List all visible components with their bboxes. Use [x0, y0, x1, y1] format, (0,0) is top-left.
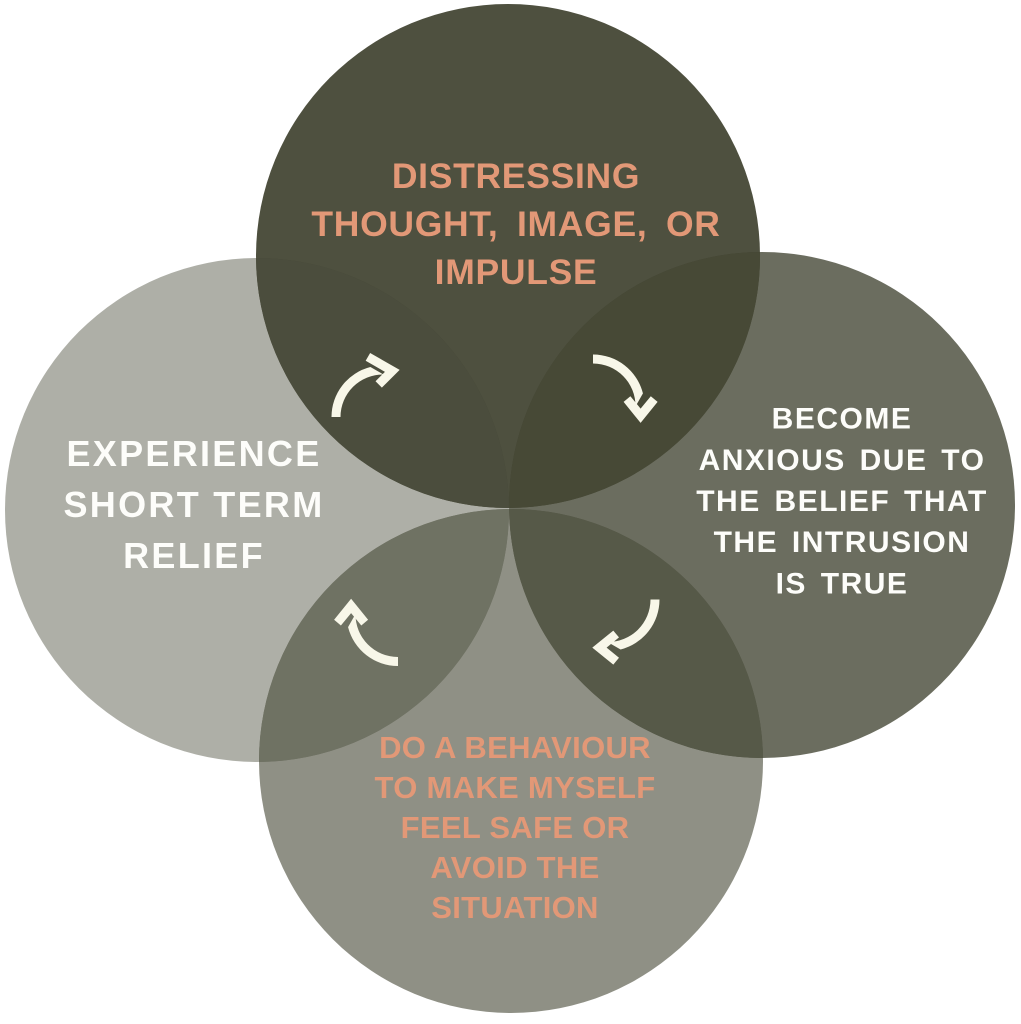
svg-text:TO MAKE MYSELF: TO MAKE MYSELF [375, 770, 656, 805]
svg-text:SITUATION: SITUATION [431, 890, 598, 925]
svg-text:DO A BEHAVIOUR: DO A BEHAVIOUR [379, 730, 651, 765]
svg-text:BECOME: BECOME [772, 402, 913, 435]
svg-text:THE BELIEF THAT: THE BELIEF THAT [696, 485, 988, 518]
svg-text:SHORT TERM: SHORT TERM [64, 484, 325, 525]
svg-text:THE INTRUSION: THE INTRUSION [714, 526, 971, 559]
svg-text:RELIEF: RELIEF [123, 535, 265, 576]
svg-text:DISTRESSING: DISTRESSING [392, 156, 640, 196]
svg-text:EXPERIENCE: EXPERIENCE [66, 433, 321, 474]
svg-text:AVOID THE: AVOID THE [430, 850, 599, 885]
svg-text:IS TRUE: IS TRUE [776, 567, 909, 600]
svg-text:ANXIOUS DUE TO: ANXIOUS DUE TO [699, 444, 986, 477]
svg-text:IMPULSE: IMPULSE [435, 252, 598, 292]
svg-text:THOUGHT, IMAGE, OR: THOUGHT, IMAGE, OR [311, 204, 720, 244]
svg-text:FEEL SAFE OR: FEEL SAFE OR [401, 810, 630, 845]
